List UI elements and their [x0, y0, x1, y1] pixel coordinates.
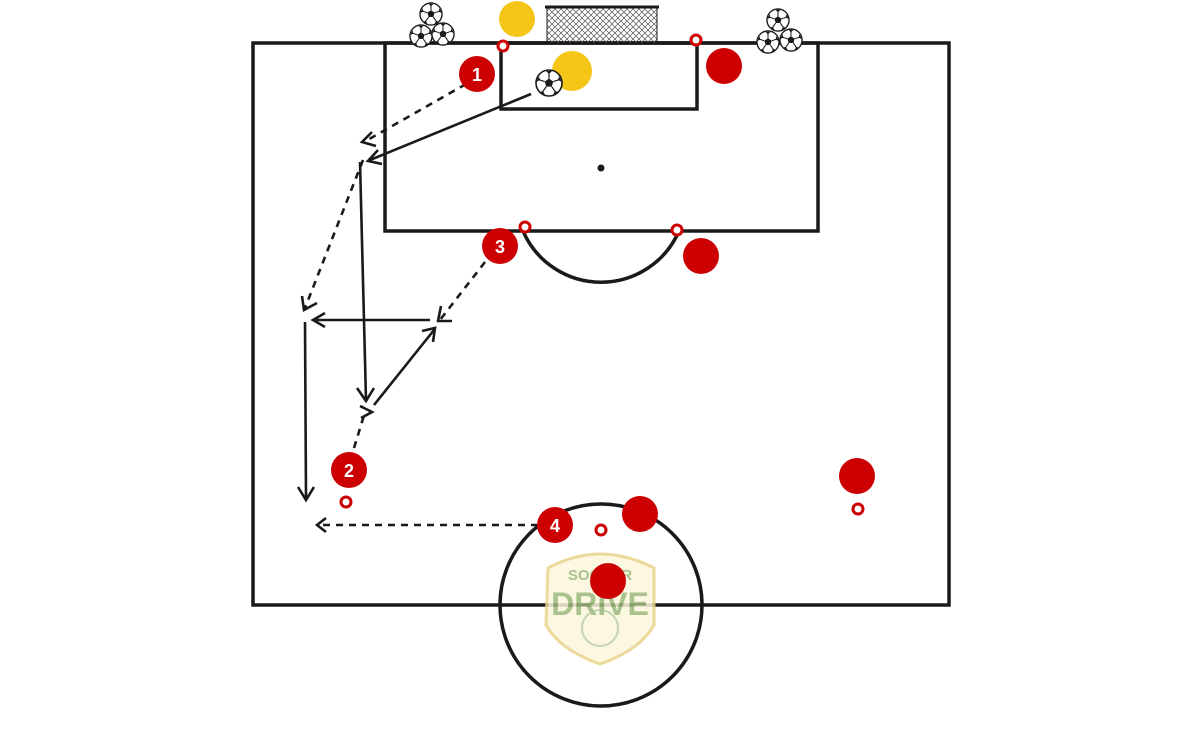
yellow-player: [499, 1, 535, 37]
player-2: 2: [331, 452, 367, 488]
cone-icon: [518, 220, 532, 234]
arrowhead: [314, 516, 327, 534]
cone-icon: [670, 223, 684, 237]
soccer-ball-icon: [766, 8, 790, 32]
arrowhead: [359, 404, 375, 420]
player-number: 2: [344, 461, 354, 481]
player-number: 1: [472, 65, 482, 85]
soccer-ball-icon: [779, 28, 803, 52]
player-marker-icon: [537, 507, 573, 543]
arrowhead: [296, 486, 316, 503]
ball-pile-right: [756, 8, 803, 54]
run-path: [363, 82, 467, 144]
soccer-ball-icon: [756, 30, 780, 54]
cones: [339, 33, 865, 537]
arrowhead: [421, 326, 437, 343]
movement-paths: [296, 82, 538, 534]
half-field-boundary: [251, 41, 951, 607]
player-4: 4: [537, 507, 573, 543]
arrowhead: [359, 131, 377, 148]
goal-area: [499, 41, 699, 111]
soccer-ball-icon: [409, 24, 433, 48]
arrowhead: [365, 149, 383, 166]
arrowhead: [436, 305, 452, 323]
run-path: [438, 261, 487, 321]
soccer-ball-icon: [419, 2, 443, 26]
player-3: 3: [482, 228, 518, 264]
run-path: [303, 159, 365, 309]
arrowhead: [355, 387, 376, 404]
soccer-ball-icon: [431, 22, 455, 46]
red-player: [590, 563, 626, 599]
cone-icon: [339, 495, 353, 509]
soccer-drive-logo: SOCCER DRIVE: [544, 552, 656, 666]
red-player: [683, 238, 719, 274]
penalty-spot: [597, 164, 605, 172]
pass-path: [358, 161, 368, 401]
pass-path: [303, 321, 308, 499]
cone-icon: [689, 33, 703, 47]
player-number: 4: [550, 516, 560, 536]
red-player: [622, 496, 658, 532]
penalty-area: [383, 41, 820, 233]
cone-icon: [496, 39, 510, 53]
center-circle: [498, 502, 704, 708]
arrowheads: [296, 131, 452, 534]
player-marker-icon: [331, 452, 367, 488]
red-player: [706, 48, 742, 84]
soccer-ball-icon: [535, 69, 563, 97]
ball-pile-left: [409, 2, 455, 48]
player-number: 3: [495, 237, 505, 257]
cone-icon: [851, 502, 865, 516]
player-1: 1: [459, 56, 495, 92]
pass-path: [369, 92, 532, 162]
arrowhead: [310, 311, 326, 329]
pass-path: [372, 329, 436, 406]
player-marker-icon: [482, 228, 518, 264]
red-player: [839, 458, 875, 494]
cone-icon: [594, 523, 608, 537]
goal-net-icon: [545, 5, 659, 44]
player-marker-icon: [459, 56, 495, 92]
arrowhead: [300, 295, 318, 313]
penalty-arc: [521, 230, 681, 284]
